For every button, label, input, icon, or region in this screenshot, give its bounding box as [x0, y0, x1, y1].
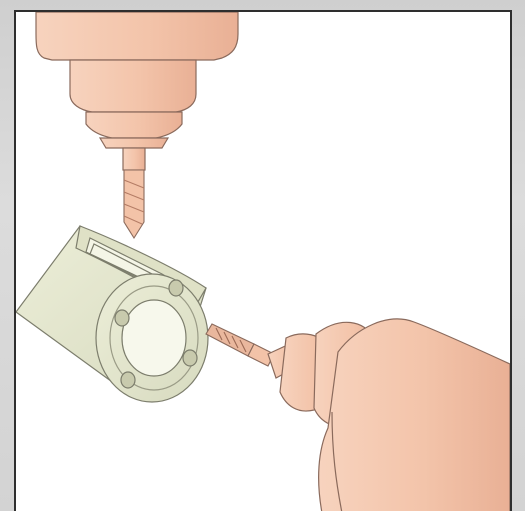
cylindrical-workpiece: [16, 226, 208, 402]
illustration-panel: [14, 10, 512, 511]
vertical-drill-spindle: [36, 12, 238, 170]
end-mill-cutter: [206, 324, 274, 366]
twist-drill-bit: [124, 170, 144, 238]
horizontal-spindle: [268, 319, 510, 511]
machining-illustration: [16, 12, 510, 511]
